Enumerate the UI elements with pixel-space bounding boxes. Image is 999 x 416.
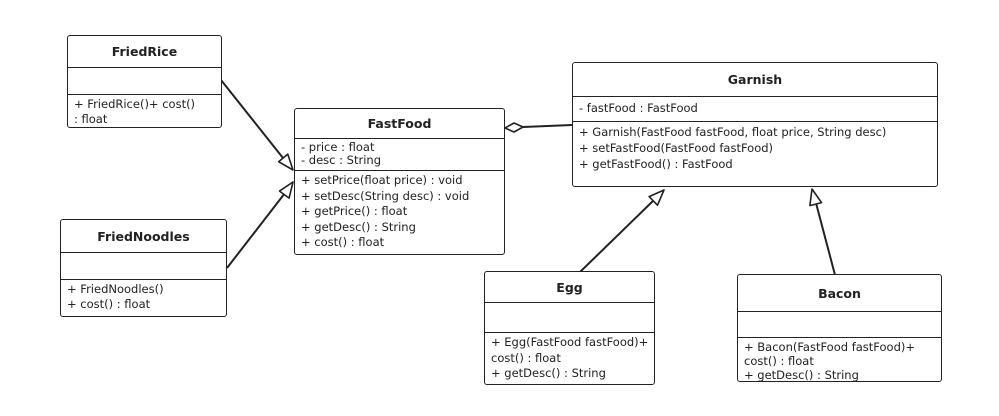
methods-section: + FriedRice()+ cost() : float — [68, 95, 221, 127]
methods-section: + FriedNoodles() + cost() : float — [61, 280, 226, 314]
method-line: + Bacon(FastFood fastFood)+ — [744, 340, 915, 354]
class-friedrice[interactable]: FriedRice + FriedRice()+ cost() : float — [67, 35, 222, 128]
methods-section: + Garnish(FastFood fastFood, float price… — [573, 122, 937, 174]
class-name: Egg — [485, 272, 654, 303]
method-line: + cost() : float — [301, 235, 385, 249]
class-friednoodles[interactable]: FriedNoodles + FriedNoodles() + cost() :… — [60, 219, 227, 317]
method-line: cost() : float — [491, 350, 561, 365]
class-name: FriedRice — [68, 36, 221, 68]
method-line: + Egg(FastFood fastFood)+ — [491, 335, 649, 349]
attributes-section: - price : float - desc : String — [295, 139, 504, 171]
method-line: + setPrice(float price) : void — [301, 173, 463, 187]
method-line: + getPrice() : float — [301, 204, 408, 218]
edge-friedrice-fastfood — [220, 79, 284, 159]
class-name: Bacon — [738, 275, 941, 312]
method-line: + setDesc(String desc) : void — [301, 188, 470, 203]
class-garnish[interactable]: Garnish - fastFood : FastFood + Garnish(… — [572, 62, 938, 187]
class-egg[interactable]: Egg + Egg(FastFood fastFood)+ cost() : f… — [484, 271, 655, 385]
attributes-section: - fastFood : FastFood — [573, 97, 937, 122]
edge-garnish-fastfood — [522, 124, 573, 128]
method-line: + FriedRice()+ cost() — [74, 97, 196, 111]
method-line: + getFastFood() : FastFood — [579, 157, 733, 171]
methods-section: + Egg(FastFood fastFood)+ cost() : float… — [485, 333, 654, 384]
method-line: + setFastFood(FastFood fastFood) — [579, 141, 774, 155]
attribute-line: - price : float — [301, 140, 375, 154]
edge-friednoodles-fastfood — [226, 192, 286, 269]
edge-bacon-garnish — [815, 202, 836, 276]
method-line: : float — [74, 112, 108, 126]
class-name: FastFood — [295, 109, 504, 139]
class-fastfood[interactable]: FastFood - price : float - desc : String… — [294, 108, 505, 255]
attribute-line: - desc : String — [301, 153, 382, 167]
method-line: + getDesc() : String — [491, 366, 606, 380]
attribute-line: - fastFood : FastFood — [579, 101, 698, 115]
attributes-section — [61, 253, 226, 280]
hollow-arrowhead — [278, 181, 294, 199]
class-name: FriedNoodles — [61, 220, 226, 253]
edge-egg-garnish — [579, 199, 655, 273]
method-line: + Garnish(FastFood fastFood, float price… — [579, 125, 887, 139]
method-line: + getDesc() : String — [744, 368, 859, 382]
method-line: + cost() : float — [67, 297, 151, 311]
method-line: cost() : float — [744, 354, 814, 368]
method-line: + FriedNoodles() — [67, 282, 164, 296]
hollow-arrowhead — [277, 153, 294, 171]
methods-section: + Bacon(FastFood fastFood)+ cost() : flo… — [738, 338, 941, 382]
aggregation-diamond — [504, 122, 524, 133]
class-name: Garnish — [573, 63, 937, 97]
hollow-arrowhead — [648, 189, 665, 206]
attributes-section — [485, 303, 654, 333]
methods-section: + setPrice(float price) : void + setDesc… — [295, 171, 504, 253]
method-line: + getDesc() : String — [301, 219, 416, 234]
class-bacon[interactable]: Bacon + Bacon(FastFood fastFood)+ cost()… — [737, 274, 942, 382]
attributes-section — [738, 312, 941, 338]
hollow-arrowhead — [809, 188, 823, 207]
attributes-section — [68, 68, 221, 95]
